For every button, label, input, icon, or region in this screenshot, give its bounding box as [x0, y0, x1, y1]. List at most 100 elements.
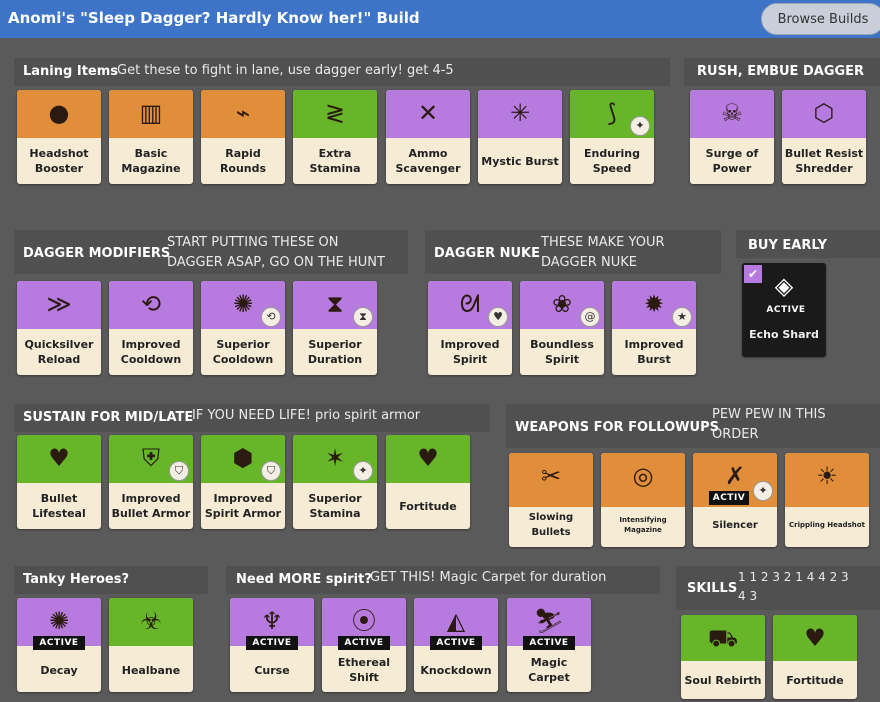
skills-order-line2: 4 3: [738, 589, 758, 603]
scavenger-icon: ✕: [417, 99, 439, 127]
surge-icon: ☠: [721, 99, 743, 127]
skills-order-line1: 1 1 2 3 2 1 4 4 2 3: [738, 570, 849, 584]
item-improved-spirit[interactable]: ᘛ ♥ Improved Spirit: [428, 281, 512, 375]
item-bullet-lifesteal[interactable]: ♥ Bullet Lifesteal: [17, 435, 101, 529]
buy-early-title: BUY EARLY: [748, 238, 828, 253]
active-tag: ACTIVE: [430, 636, 482, 650]
weapons-note-line2: ORDER: [712, 427, 759, 442]
item-knockdown[interactable]: ◭ ACTIVE Knockdown: [414, 598, 498, 692]
shield-badge-icon: ⛉: [169, 461, 189, 481]
dagger-modifiers-note-line1: START PUTTING THESE ON: [167, 235, 339, 250]
reload-icon: ≫: [46, 290, 72, 318]
carpet-icon: ⛷: [533, 607, 565, 635]
armor-icon: ⬢: [232, 444, 254, 472]
buy-early-section: [736, 230, 880, 258]
item-ammo-scavenger[interactable]: ✕ Ammo Scavenger: [386, 90, 470, 184]
active-tag: ACTIVE: [246, 636, 298, 650]
slow-icon: ✂: [540, 462, 562, 490]
runner-badge-icon: ✦: [353, 461, 373, 481]
item-silencer[interactable]: ✗ ✦ ACTIV Silencer: [693, 453, 777, 547]
spiral-badge-icon: @: [580, 307, 600, 327]
armor-icon: ⛨: [142, 444, 160, 472]
item-fortitude-skills[interactable]: ♥ Fortitude: [773, 615, 857, 699]
checkmark-icon: ✔: [744, 265, 762, 283]
item-quicksilver-reload[interactable]: ≫ Quicksilver Reload: [17, 281, 101, 375]
item-improved-spirit-armor[interactable]: ⬢ ⛉ Improved Spirit Armor: [201, 435, 285, 529]
item-crippling-headshot[interactable]: ☀ Crippling Headshot: [785, 453, 869, 547]
dagger-modifiers-section: [14, 230, 408, 274]
active-tag: ACTIVE: [338, 636, 390, 650]
headshot-icon: ●: [48, 99, 70, 127]
laning-section: [14, 58, 670, 86]
item-mystic-burst[interactable]: ✳ Mystic Burst: [478, 90, 562, 184]
lifesteal-icon: ♥: [48, 444, 70, 472]
weapons-note-line1: PEW PEW IN THIS: [712, 407, 826, 422]
skills-section: [676, 566, 880, 610]
item-enduring-speed[interactable]: ⟆ ✦ Enduring Speed: [570, 90, 654, 184]
item-echo-shard[interactable]: ✔ ◈ ACTIVE Echo Shard: [742, 263, 826, 357]
item-basic-magazine[interactable]: ▥ Basic Magazine: [109, 90, 193, 184]
star-badge-icon: ★: [672, 307, 692, 327]
spirit-note: GET THIS! Magic Carpet for duration: [370, 570, 607, 585]
skills-title: SKILLS: [687, 581, 738, 596]
item-extra-stamina[interactable]: ≷ Extra Stamina: [293, 90, 377, 184]
item-intensifying-magazine[interactable]: ◎ Intensifying Magazine: [601, 453, 685, 547]
runner-badge-icon: ✦: [630, 116, 650, 136]
item-bullet-resist-shredder[interactable]: ⬡ Bullet Resist Shredder: [782, 90, 866, 184]
sustain-note: IF YOU NEED LIFE! prio spirit armor: [192, 408, 421, 423]
active-tag: ACTIV: [709, 491, 749, 505]
item-soul-rebirth[interactable]: ⛟ Soul Rebirth: [681, 615, 765, 699]
item-superior-cooldown[interactable]: ✺ ⟲ Superior Cooldown: [201, 281, 285, 375]
spirit-title: Need MORE spirit?: [236, 572, 372, 587]
item-headshot-booster[interactable]: ● Headshot Booster: [17, 90, 101, 184]
laning-title: Laning Items: [23, 64, 119, 79]
item-surge-of-power[interactable]: ☠ Surge of Power: [690, 90, 774, 184]
item-improved-bullet-armor[interactable]: ⛨ ⛉ Improved Bullet Armor: [109, 435, 193, 529]
knockdown-icon: ◭: [446, 607, 466, 635]
stamina-icon: ≷: [324, 99, 346, 127]
heart-badge-icon: ♥: [488, 307, 508, 327]
shredder-icon: ⬡: [813, 99, 835, 127]
sustain-title: SUSTAIN FOR MID/LATE: [23, 410, 194, 425]
item-rapid-rounds[interactable]: ⌁ Rapid Rounds: [201, 90, 285, 184]
title-bar: Anomi's "Sleep Dagger? Hardly Know her!"…: [0, 0, 880, 38]
dagger-nuke-section: [425, 230, 721, 274]
cooldown-icon: ⟲: [140, 290, 162, 318]
hourglass-icon: ⧗: [326, 290, 344, 318]
speed-icon: ⟆: [607, 99, 617, 127]
item-magic-carpet[interactable]: ⛷ ACTIVE Magic Carpet: [507, 598, 591, 692]
stamina-icon: ✶: [324, 444, 346, 472]
item-ethereal-shift[interactable]: ⦿ ACTIVE Ethereal Shift: [322, 598, 406, 692]
item-improved-burst[interactable]: ✹ ★ Improved Burst: [612, 281, 696, 375]
item-slowing-bullets[interactable]: ✂ Slowing Bullets: [509, 453, 593, 547]
shield-badge-icon: ⛉: [261, 461, 281, 481]
item-decay[interactable]: ✺ ACTIVE Decay: [17, 598, 101, 692]
item-healbane[interactable]: ☣ Healbane: [109, 598, 193, 692]
browse-builds-button[interactable]: Browse Builds: [761, 3, 880, 35]
decay-icon: ✺: [48, 607, 70, 635]
rush-title: RUSH, EMBUE DAGGER: [697, 64, 865, 79]
item-improved-cooldown[interactable]: ⟲ Improved Cooldown: [109, 281, 193, 375]
weapons-title: WEAPONS FOR FOLLOWUPS: [515, 420, 719, 435]
silencer-icon: ✗: [724, 462, 746, 490]
tanky-title: Tanky Heroes?: [23, 572, 129, 587]
cooldown-badge-icon: ⟲: [261, 307, 281, 327]
item-superior-stamina[interactable]: ✶ ✦ Superior Stamina: [293, 435, 377, 529]
active-tag: ACTIVE: [33, 636, 85, 650]
rebirth-icon: ⛟: [707, 624, 739, 652]
rush-section: [684, 58, 880, 86]
active-tag: ACTIVE: [523, 636, 575, 650]
heart-icon: ♥: [417, 444, 439, 472]
item-curse[interactable]: ♆ ACTIVE Curse: [230, 598, 314, 692]
item-boundless-spirit[interactable]: ❀ @ Boundless Spirit: [520, 281, 604, 375]
sustain-section: [14, 404, 490, 432]
rounds-icon: ⌁: [235, 99, 251, 127]
item-fortitude[interactable]: ♥ Fortitude: [386, 435, 470, 529]
dagger-nuke-title: DAGGER NUKE: [434, 246, 540, 261]
heart-icon: ♥: [804, 624, 826, 652]
laning-note: Get these to fight in lane, use dagger e…: [117, 63, 454, 78]
magazine-icon: ▥: [139, 99, 163, 127]
dagger-modifiers-title: DAGGER MODIFIERS: [23, 246, 171, 261]
item-superior-duration[interactable]: ⧗ ⧗ Superior Duration: [293, 281, 377, 375]
burst-icon: ✹: [643, 290, 665, 318]
